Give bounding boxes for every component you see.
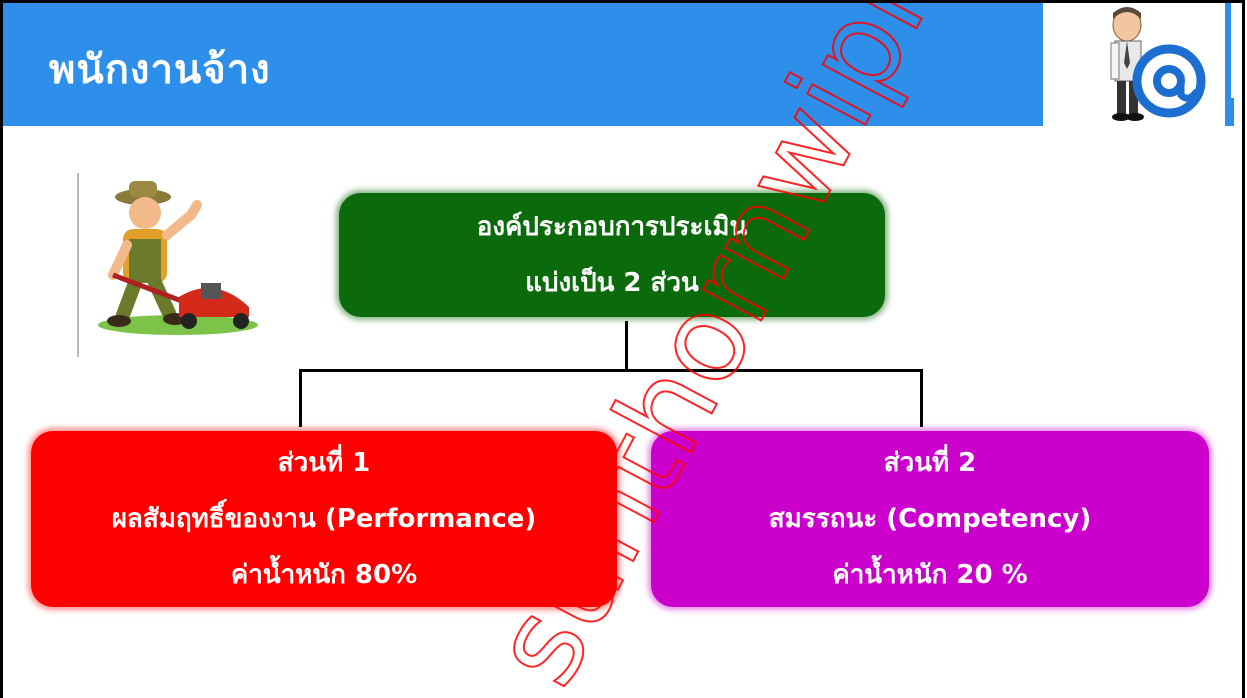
header-bar: พนักงานจ้าง	[3, 3, 1231, 126]
connector-left-drop	[299, 369, 302, 427]
header-edge-stripe	[1228, 98, 1234, 126]
connector-root-stem	[625, 321, 628, 371]
email-man-icon	[1043, 3, 1225, 126]
part-1-line-1: ส่วนที่ 1	[277, 448, 371, 478]
root-line-2: แบ่งเป็น 2 ส่วน	[525, 268, 699, 298]
lawn-mower-man-icon	[83, 175, 263, 345]
part-2-node: ส่วนที่ 2 สมรรถนะ (Competency) ค่าน้ำหนั…	[651, 431, 1209, 607]
connector-right-drop	[920, 369, 923, 427]
part-2-line-2: สมรรถนะ (Competency)	[768, 504, 1092, 534]
part-2-line-1: ส่วนที่ 2	[883, 448, 977, 478]
root-node: องค์ประกอบการประเมิน แบ่งเป็น 2 ส่วน	[339, 193, 885, 317]
connector-horizontal	[299, 369, 923, 372]
root-line-1: องค์ประกอบการประเมิน	[476, 212, 748, 242]
image-border	[77, 173, 79, 357]
part-1-line-2: ผลสัมฤทธิ์ของงาน (Performance)	[111, 504, 537, 534]
page-title: พนักงานจ้าง	[49, 47, 271, 93]
part-1-node: ส่วนที่ 1 ผลสัมฤทธิ์ของงาน (Performance)…	[31, 431, 617, 607]
part-1-line-3: ค่าน้ำหนัก 80%	[230, 560, 418, 590]
part-2-line-3: ค่าน้ำหนัก 20 %	[832, 560, 1028, 590]
